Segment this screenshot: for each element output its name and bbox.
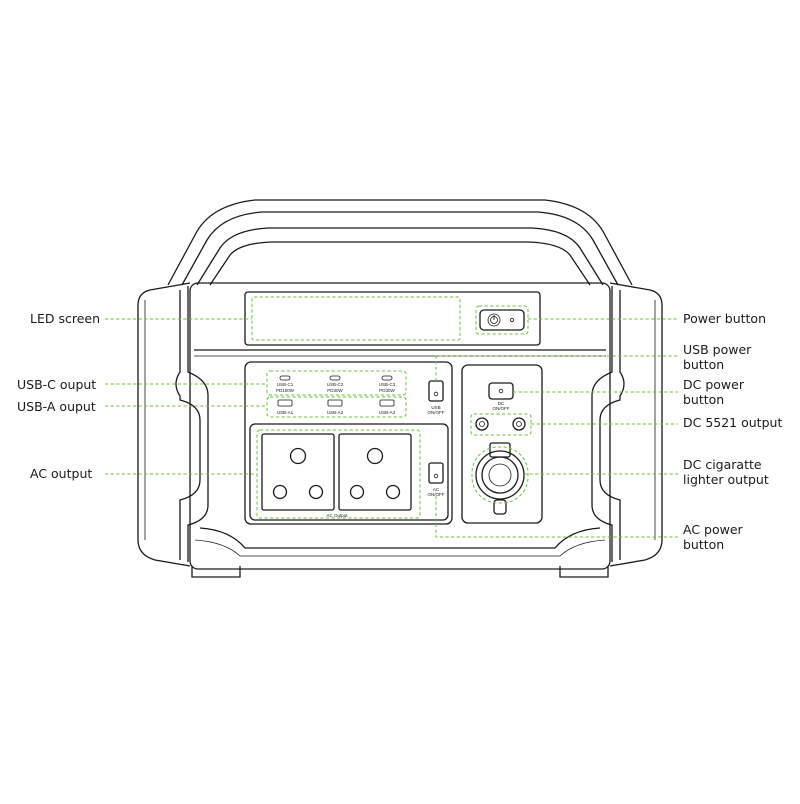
dc-5521-ports (475, 417, 526, 431)
usb-a-ports: USB-A1 USB-A2 USB-A3 (277, 399, 396, 415)
left-bumper (137, 282, 209, 567)
dc-switch-state: ON/OFF (493, 406, 510, 411)
dc-power-button-label-line1: DC power (683, 377, 744, 392)
usb-c2-label: USB-C2 (327, 382, 344, 387)
dc-5521-output-label: DC 5521 output (683, 415, 783, 430)
dc-power-button-label: DC power button (683, 377, 744, 407)
usb-c1-rating: PD100W (276, 388, 295, 393)
usb-power-button-label-line1: USB power (683, 342, 752, 357)
ac-power-button-label-line1: AC power (683, 522, 743, 537)
dc-cigarette-output-label-line1: DC cigaratte (683, 457, 762, 472)
power-icon (487, 313, 514, 327)
power-button[interactable] (479, 309, 525, 331)
usb-c1-label: USB-C1 (277, 382, 294, 387)
usb-power-button-label-line2: button (683, 357, 725, 372)
ac-power-button-label-line2: button (683, 537, 725, 552)
dc-cigarette-output-label-line2: lighter output (683, 472, 769, 487)
ac-power-button-label: AC power button (683, 522, 743, 552)
power-button-label: Power button (683, 311, 766, 326)
usb-c2-rating: PD30W (327, 388, 343, 393)
dc-power-switch[interactable] (488, 382, 514, 400)
usb-a-output-label: USB-A ouput (17, 399, 96, 414)
dc-cigarette-output-label: DC cigaratte lighter output (683, 457, 769, 487)
right-panel: DC ON/OFF (461, 364, 543, 524)
cigarette-lighter-socket (475, 442, 525, 515)
ac-power-switch[interactable] (428, 462, 444, 484)
ac-switch-state: ON/OFF (428, 492, 445, 497)
carry-handle (167, 199, 633, 286)
usb-power-button-label: USB power button (683, 342, 751, 372)
main-body (189, 282, 611, 570)
usb-power-switch[interactable] (428, 380, 444, 402)
dc-switch-label: DC (498, 401, 505, 406)
ac-output-caption: AC Output (326, 513, 348, 518)
usb-switch-label: USB (431, 405, 440, 410)
led-screen-label: LED screen (30, 311, 101, 326)
right-bumper (591, 282, 663, 567)
callout-lines (105, 318, 678, 538)
ac-socket-1 (261, 433, 335, 511)
usb-c3-rating: PD30W (379, 388, 395, 393)
dc-power-button-label-line2: button (683, 392, 725, 407)
usb-c-ports: USB-C1 PD100W USB-C2 PD30W USB-C3 PD30W (276, 375, 396, 393)
ac-switch-label: AC (433, 487, 440, 492)
usb-c3-label: USB-C3 (379, 382, 396, 387)
ac-output-label: AC output (30, 466, 93, 481)
led-screen (244, 291, 541, 346)
ac-socket-2 (338, 433, 412, 511)
usb-a1-label: USB-A1 (277, 410, 294, 415)
left-panel: USB-C1 PD100W USB-C2 PD30W USB-C3 PD30W … (244, 361, 453, 525)
usb-a3-label: USB-A3 (379, 410, 396, 415)
usb-c-output-label: USB-C ouput (17, 377, 97, 392)
usb-a2-label: USB-A2 (327, 410, 344, 415)
body-bottom (191, 527, 609, 578)
usb-switch-state: ON/OFF (428, 410, 445, 415)
